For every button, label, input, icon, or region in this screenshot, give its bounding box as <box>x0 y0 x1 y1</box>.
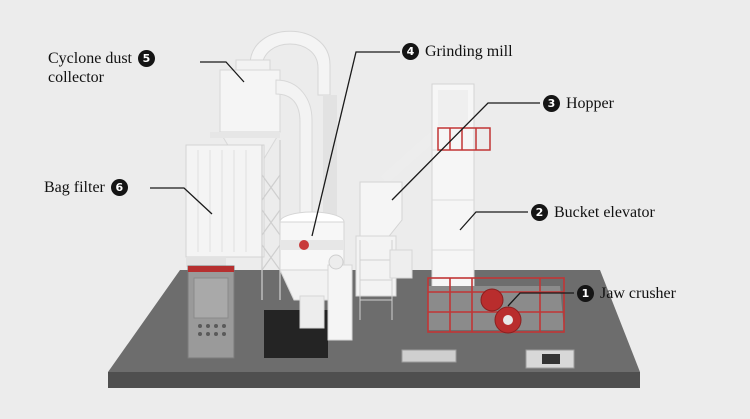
leader-line-2 <box>459 211 528 231</box>
cyclone-dust-collector-label-line2: collector <box>48 69 104 86</box>
callout-grinding-mill: 4 Grinding mill <box>402 42 513 61</box>
hopper <box>355 126 444 320</box>
badge-1: 1 <box>577 285 594 302</box>
callout-bag-filter: Bag filter 6 <box>44 178 128 197</box>
leader-line-1 <box>507 292 574 307</box>
jaw-crusher <box>427 277 565 334</box>
bag-filter <box>185 132 281 300</box>
callout-cyclone-dust-collector: Cyclone dust 5 collector <box>48 49 155 87</box>
hopper-label: Hopper <box>566 95 614 112</box>
grinding-mill <box>264 211 353 358</box>
badge-2: 2 <box>531 204 548 221</box>
bag-filter-label: Bag filter <box>44 179 105 196</box>
leader-line-5 <box>200 61 245 83</box>
floor-plate <box>401 349 457 363</box>
leader-line-4 <box>311 51 400 237</box>
badge-6: 6 <box>110 179 128 196</box>
control-cabinet <box>187 265 235 359</box>
cyclone-dust-collector-label-line1: Cyclone dust <box>48 50 132 67</box>
badge-5: 5 <box>138 50 155 67</box>
leader-line-6 <box>150 187 213 215</box>
jaw-crusher-label: Jaw crusher <box>600 285 676 302</box>
leader-line-3 <box>391 102 540 201</box>
grinding-mill-label: Grinding mill <box>425 43 513 60</box>
badge-4: 4 <box>402 43 419 60</box>
callout-jaw-crusher: 1 Jaw crusher <box>577 284 676 303</box>
callout-hopper: 3 Hopper <box>543 94 614 113</box>
badge-3: 3 <box>543 95 560 112</box>
callout-bucket-elevator: 2 Bucket elevator <box>531 203 655 222</box>
bucket-elevator-label: Bucket elevator <box>554 204 655 221</box>
bucket-elevator <box>431 83 491 319</box>
